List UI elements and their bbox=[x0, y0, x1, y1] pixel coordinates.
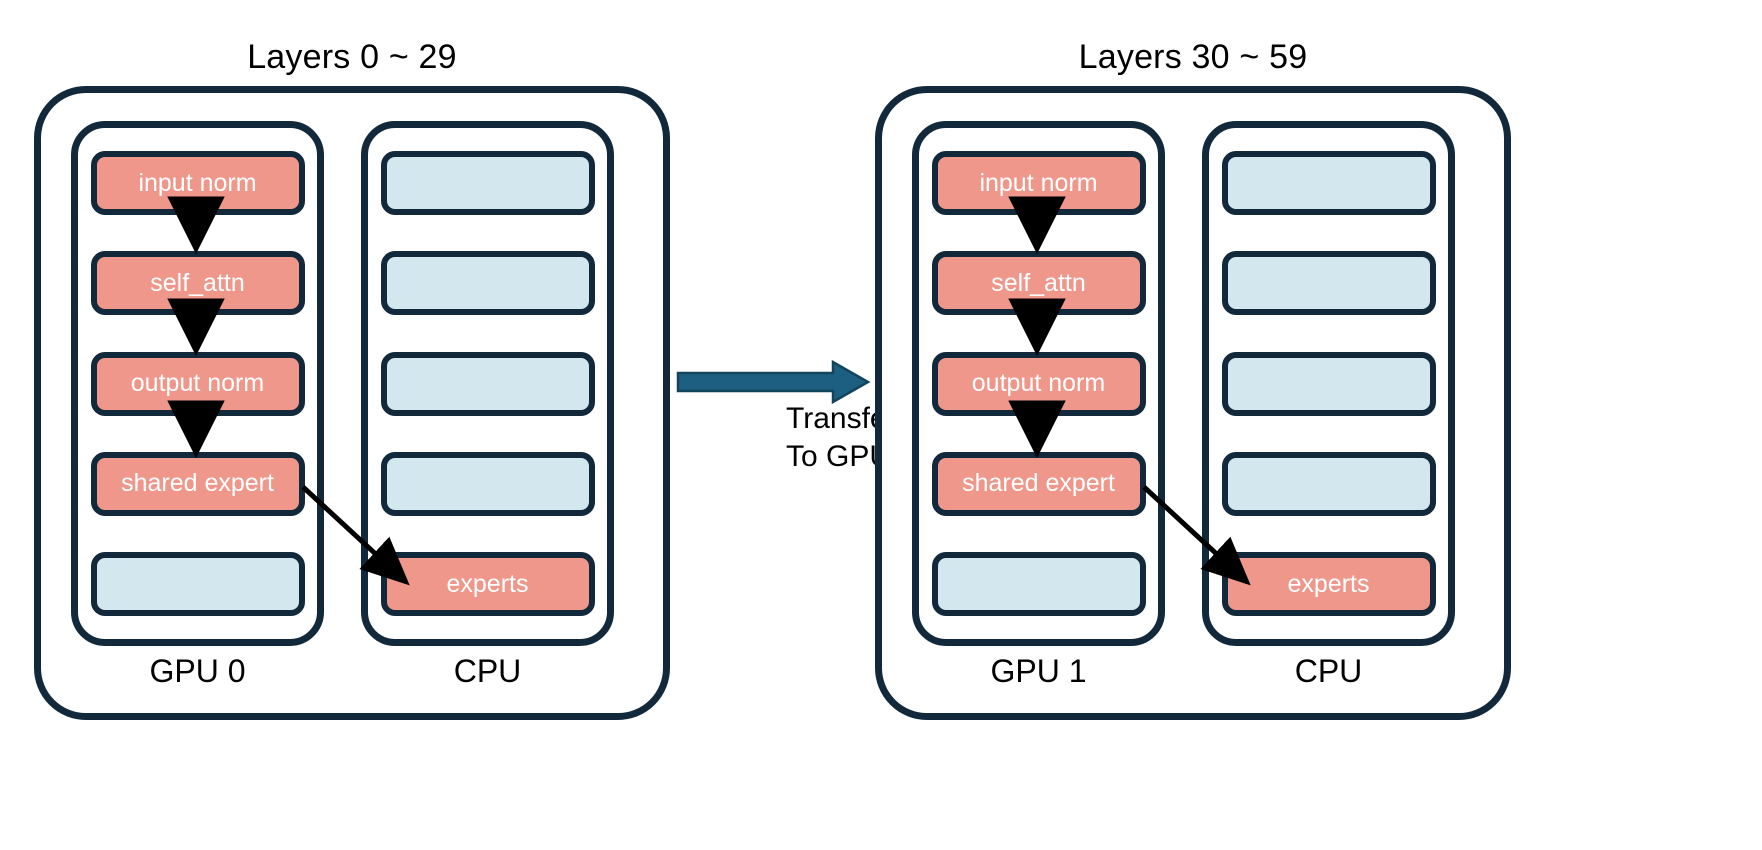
block-output-norm[interactable]: output norm bbox=[90, 351, 305, 416]
device-container-gpu1: input norm self_attn output norm shared … bbox=[875, 86, 1511, 720]
block-cpu-slot-3[interactable] bbox=[380, 351, 595, 416]
block-cpu2-slot-4[interactable] bbox=[1221, 451, 1436, 516]
block-cpu2-slot-3[interactable] bbox=[1221, 351, 1436, 416]
block-cpu-slot-2[interactable] bbox=[380, 251, 595, 316]
device-label-gpu0: GPU 0 bbox=[149, 653, 246, 689]
block-shared-expert-2[interactable]: shared expert bbox=[931, 451, 1146, 516]
device-label-cpu1: CPU bbox=[1294, 653, 1363, 689]
transfer-arrow bbox=[676, 359, 871, 405]
block-cpu-slot-1[interactable] bbox=[380, 151, 595, 215]
device-label-gpu1: GPU 1 bbox=[990, 653, 1087, 689]
block-experts-2[interactable]: experts bbox=[1221, 552, 1436, 616]
gpu1-column: input norm self_attn output norm shared … bbox=[912, 121, 1165, 646]
block-cpu2-slot-1[interactable] bbox=[1221, 151, 1436, 215]
block-input-norm[interactable]: input norm bbox=[90, 151, 305, 215]
block-placeholder-gpu[interactable] bbox=[90, 552, 305, 616]
gpu0-column: input norm self_attn output norm shared … bbox=[71, 121, 324, 646]
block-cpu-slot-4[interactable] bbox=[380, 451, 595, 516]
block-cpu2-slot-2[interactable] bbox=[1221, 251, 1436, 316]
block-self-attn-2[interactable]: self_attn bbox=[931, 251, 1146, 316]
block-input-norm-2[interactable]: input norm bbox=[931, 151, 1146, 215]
block-experts[interactable]: experts bbox=[380, 552, 595, 616]
device-container-gpu0: input norm self_attn output norm shared … bbox=[34, 86, 670, 720]
block-self-attn[interactable]: self_attn bbox=[90, 251, 305, 316]
device-label-cpu0: CPU bbox=[453, 653, 522, 689]
panel-title-right: Layers 30 ~ 59 bbox=[1078, 38, 1308, 76]
cpu1-column: experts bbox=[1202, 121, 1455, 646]
panel-title-left: Layers 0 ~ 29 bbox=[247, 38, 457, 76]
block-placeholder-gpu-2[interactable] bbox=[931, 552, 1146, 616]
block-output-norm-2[interactable]: output norm bbox=[931, 351, 1146, 416]
cpu0-column: experts bbox=[361, 121, 614, 646]
block-shared-expert[interactable]: shared expert bbox=[90, 451, 305, 516]
